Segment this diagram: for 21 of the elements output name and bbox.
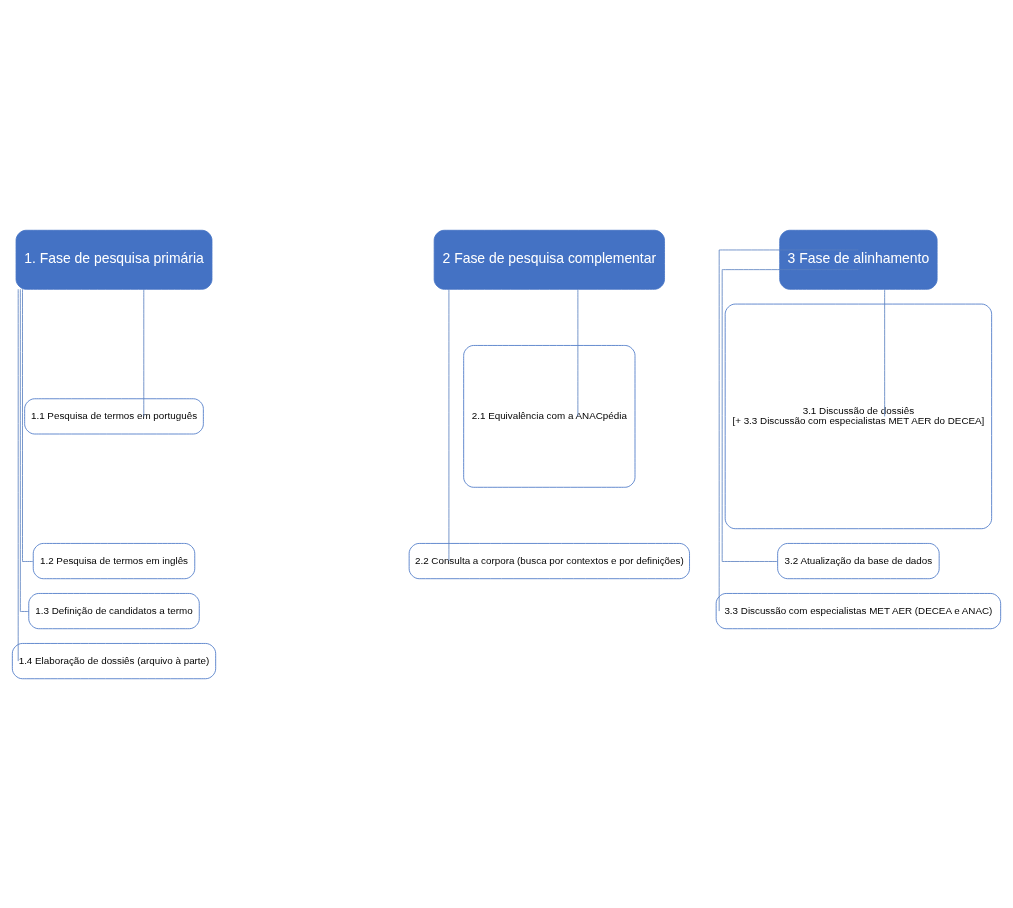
connector (884, 288, 886, 417)
node-box: 1. Fase de pesquisa primária (15, 229, 213, 290)
connector (577, 288, 579, 417)
connector (721, 268, 859, 562)
connector (718, 249, 859, 611)
node-box: 2.1 Equivalência com a ANACpédia (463, 344, 636, 488)
node-box: 2.2 Consulta a corpora (busca por contextos e por definições) (408, 542, 690, 579)
connector (22, 288, 34, 562)
connector (143, 288, 145, 417)
node-box: 3.3 Discussão com especialistas MET AER (DECEA e ANAC) (715, 592, 1002, 629)
node-box: 3 Fase de alinhamento (779, 229, 938, 290)
connector (19, 288, 30, 612)
node-box: 3.1 Discussão de dossiês [+ 3.3 Discussão com especialistas MET AER do DECEA] (724, 303, 993, 529)
connector (17, 288, 19, 661)
node-box: 3.2 Atualização da base de dados (777, 542, 940, 579)
node-box: 1.3 Definição de candidatos a termo (28, 592, 200, 629)
connector (448, 288, 450, 561)
node-box: 2 Fase de pesquisa complementar (433, 229, 665, 290)
node-box: 1.1 Pesquisa de termos em português (24, 397, 204, 434)
node-box: 1.2 Pesquisa de termos em inglês (32, 542, 196, 579)
node-box: 1.4 Elaboração de dossiês (arquivo à parte) (11, 642, 217, 679)
